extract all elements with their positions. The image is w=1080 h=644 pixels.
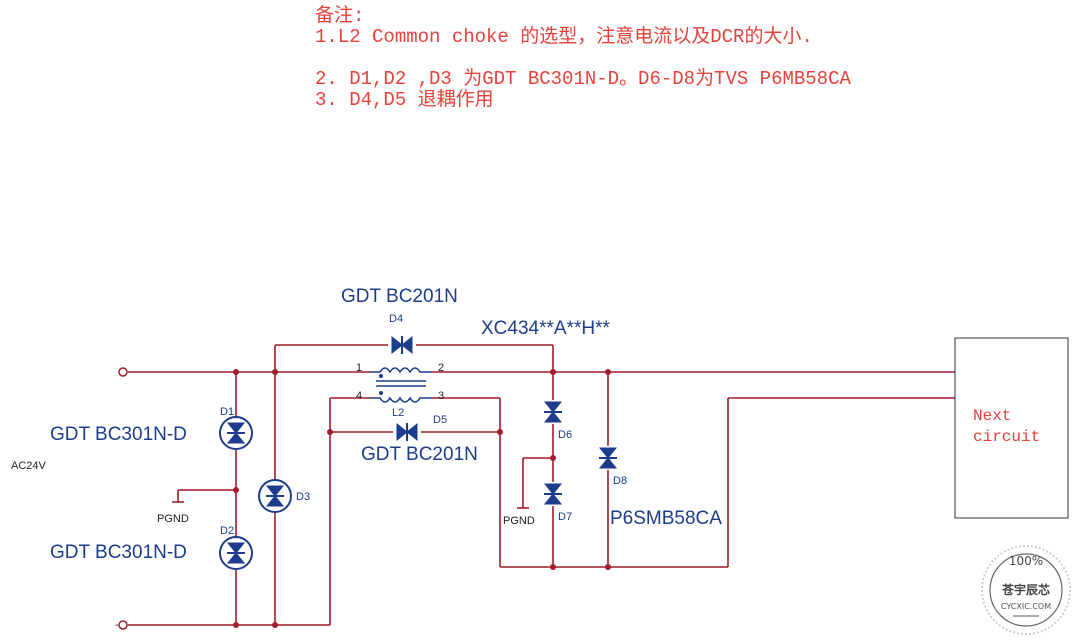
d7-tvs	[543, 482, 563, 506]
label-minus: -	[115, 619, 119, 631]
wiring	[128, 344, 955, 626]
junctions	[233, 369, 611, 628]
ref-d2: D2	[220, 525, 234, 537]
label-tvs: P6SMB58CA	[610, 508, 722, 529]
next-circuit-box: Next circuit	[954, 337, 1069, 519]
d5-gdt	[393, 422, 421, 442]
label-gdt-mid: GDT BC201N	[361, 444, 478, 465]
terminal-bottom	[118, 620, 128, 630]
d4-gdt	[388, 335, 416, 355]
ref-d6: D6	[558, 429, 572, 441]
terminal-top	[118, 367, 128, 377]
notes-line-3: 3. D4,D5 退耦作用	[315, 89, 494, 111]
label-gdt-d1: GDT BC301N-D	[50, 424, 187, 445]
d8-tvs	[598, 446, 618, 470]
l2-common-choke	[370, 367, 432, 403]
notes-line-1: 1.L2 Common choke 的选型，注意电流以及DCR的大小.	[315, 26, 813, 48]
d1-gdt	[219, 416, 253, 450]
ref-d1: D1	[220, 406, 234, 418]
watermark-site: CYCXIC.COM	[1001, 602, 1051, 611]
watermark-brand: 苍宇辰芯	[1001, 582, 1050, 597]
ref-d3: D3	[296, 491, 310, 503]
next-line-2: circuit	[973, 428, 1040, 446]
d3-gdt	[258, 479, 292, 513]
watermark-seal: 100% 苍宇辰芯 CYCXIC.COM	[981, 545, 1071, 635]
d2-gdt	[219, 536, 253, 570]
ref-d5: D5	[433, 414, 447, 426]
next-line-1: Next	[973, 407, 1011, 425]
notes-line-2: 2. D1,D2 ,D3 为GDT BC301N-D。D6-D8为TVS P6M…	[315, 68, 851, 90]
ref-l2: L2	[392, 407, 404, 419]
label-input: AC24V	[11, 460, 47, 472]
ref-d4: D4	[389, 313, 403, 325]
label-pgnd-1: PGND	[157, 513, 189, 525]
notes-heading: 备注:	[315, 5, 365, 27]
label-choke-part: XC434**A**H**	[481, 318, 610, 339]
watermark-percent: 100%	[1009, 554, 1043, 568]
pin-4: 4	[356, 390, 362, 402]
ref-d7: D7	[558, 511, 572, 523]
label-gdt-d2: GDT BC301N-D	[50, 542, 187, 563]
ref-d8: D8	[613, 475, 627, 487]
pin-1: 1	[356, 362, 362, 374]
pin-2: 2	[438, 362, 444, 374]
label-pgnd-2: PGND	[503, 515, 535, 527]
d6-tvs	[543, 400, 563, 424]
pin-3: 3	[438, 390, 444, 402]
notes-block: 备注: 1.L2 Common choke 的选型，注意电流以及DCR的大小. …	[315, 6, 851, 111]
label-gdt-top: GDT BC201N	[341, 286, 458, 307]
